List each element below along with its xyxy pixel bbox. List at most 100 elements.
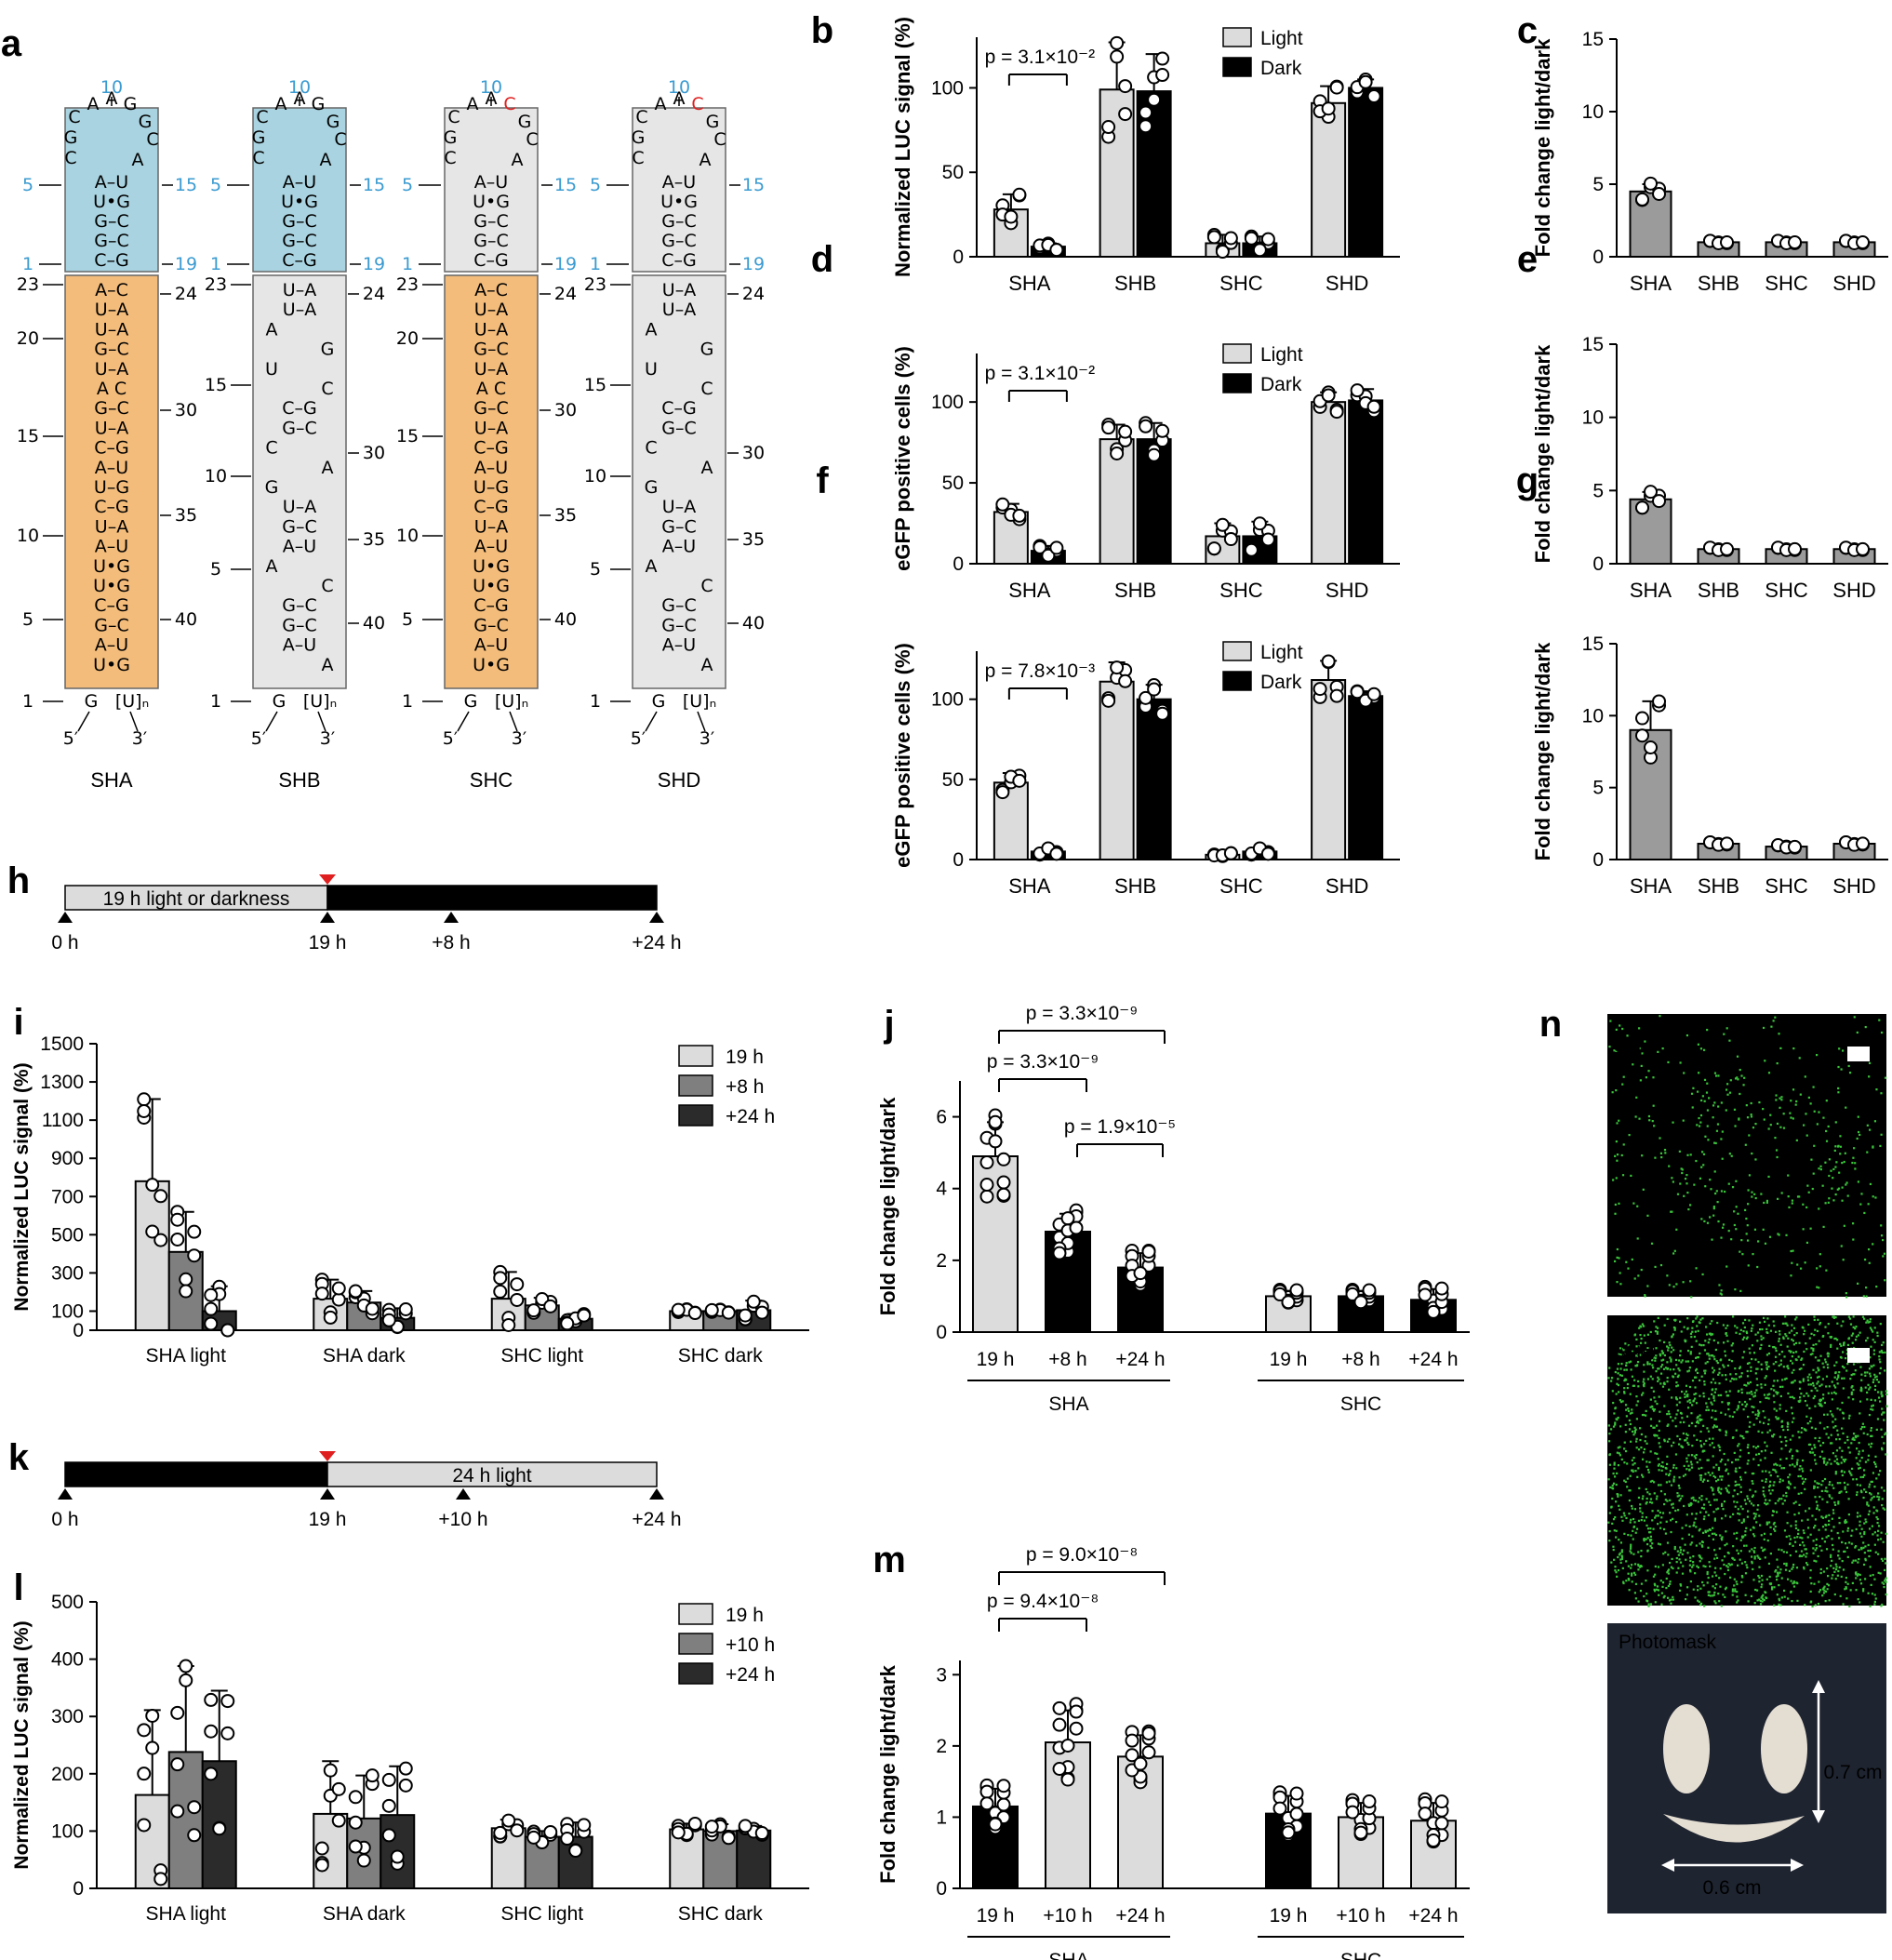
x-tick-label: SHB [1114, 579, 1156, 602]
fluorescence-dot [1871, 1366, 1873, 1368]
fluorescence-dot [1875, 1515, 1878, 1519]
fluorescence-dot [1717, 1444, 1720, 1447]
fluorescence-dot [1847, 1315, 1850, 1318]
fluorescence-dot [1790, 1381, 1793, 1384]
fluorescence-dot [1860, 1388, 1863, 1391]
fluorescence-dot [1696, 1460, 1699, 1464]
fluorescence-dot [1845, 1181, 1848, 1184]
fluorescence-dot [1833, 1337, 1836, 1340]
fluorescence-dot [1837, 1374, 1840, 1377]
fluorescence-dot [1834, 1563, 1837, 1566]
fluorescence-dot [1775, 1416, 1778, 1419]
fluorescence-dot [1679, 1561, 1683, 1564]
fluorescence-dot [1662, 1596, 1665, 1599]
fluorescence-dot [1632, 1469, 1634, 1472]
y-tick-label: 0 [73, 1320, 84, 1341]
fluorescence-dot [1646, 1491, 1649, 1494]
nt-number: 35 [175, 505, 197, 526]
fluorescence-dot [1734, 1484, 1737, 1487]
fluorescence-dot [1708, 1338, 1711, 1340]
strand-end: 5′ [631, 728, 646, 749]
fluorescence-dot [1855, 1573, 1858, 1576]
fluorescence-dot [1672, 1595, 1674, 1599]
fluorescence-dot [1739, 1550, 1742, 1553]
fluorescence-dot [1630, 1552, 1632, 1554]
data-point [526, 1830, 541, 1845]
fluorescence-dot [1826, 1367, 1830, 1369]
fluorescence-dot [1881, 1351, 1885, 1354]
fluorescence-dot [1695, 1376, 1698, 1379]
fluorescence-dot [1795, 1567, 1799, 1569]
fluorescence-dot [1740, 1391, 1743, 1394]
y-tick-label: 100 [931, 392, 964, 413]
fluorescence-dot [1785, 1233, 1788, 1236]
data-point [704, 1302, 719, 1317]
nucleotide: G [139, 112, 153, 132]
fluorescence-dot [1791, 1371, 1793, 1374]
fluorescence-dot [1790, 1249, 1792, 1253]
fluorescence-dot [1753, 1602, 1756, 1605]
fluorescence-dot [1747, 1203, 1750, 1206]
fluorescence-dot [1756, 1554, 1759, 1557]
fluorescence-dot [1632, 1063, 1634, 1066]
fluorescence-dot [1619, 1494, 1622, 1497]
data-point [1049, 540, 1064, 555]
nt-number: 24 [363, 284, 385, 304]
fluorescence-dot [1848, 1317, 1852, 1320]
fluorescence-dot [1656, 1327, 1659, 1329]
x-tick-label: SHB [1114, 272, 1156, 295]
fluorescence-dot [1755, 1367, 1758, 1370]
fluorescence-dot [1877, 1396, 1881, 1399]
strand [317, 711, 326, 732]
data-point [988, 1817, 1003, 1832]
fluorescence-dot [1785, 1495, 1788, 1498]
fluorescence-dot [1792, 1563, 1795, 1567]
nt-number: 35 [742, 529, 765, 550]
fluorescence-dot [1617, 1416, 1619, 1420]
fluorescence-dot [1675, 1397, 1678, 1400]
stem-box [444, 274, 539, 689]
fluorescence-dot [1657, 1367, 1659, 1370]
fluorescence-dot [1781, 1502, 1784, 1505]
fluorescence-dot [1854, 1327, 1857, 1330]
fluorescence-dot [1832, 1487, 1835, 1489]
fluorescence-dot [1805, 1342, 1807, 1345]
x-tick-label: +10 h [1043, 1905, 1092, 1927]
nucleotide: G [124, 94, 138, 114]
data-point [314, 1287, 329, 1301]
data-point [220, 1323, 235, 1338]
data-point [1244, 231, 1259, 246]
fluorescence-dot [1819, 1455, 1821, 1459]
fluorescence-dot [1679, 1396, 1682, 1399]
fluorescence-dot [1666, 1361, 1669, 1364]
fluorescence-dot [1870, 1328, 1873, 1331]
fluorescence-dot [1659, 1353, 1661, 1355]
base-pair: U–A [474, 300, 508, 320]
fluorescence-dot [1773, 1325, 1776, 1327]
fluorescence-dot [1632, 1517, 1635, 1521]
fluorescence-dot [1640, 1446, 1643, 1449]
fluorescence-dot [1668, 1561, 1672, 1565]
fluorescence-dot [1778, 1364, 1780, 1367]
fluorescence-dot [1688, 1525, 1691, 1528]
fluorescence-dot [1674, 1453, 1678, 1456]
fluorescence-dot [1682, 1432, 1685, 1435]
fluorescence-dot [1749, 1398, 1752, 1401]
data-point [1366, 89, 1381, 104]
fluorescence-dot [1772, 1510, 1775, 1513]
fluorescence-dot [1846, 1343, 1850, 1346]
fluorescence-dot [1705, 1326, 1708, 1328]
fluorescence-dot [1649, 1450, 1652, 1453]
fluorescence-dot [1756, 1367, 1759, 1370]
fluorescence-dot [1867, 1504, 1870, 1507]
fluorescence-dot [1619, 1399, 1621, 1402]
fluorescence-dot [1812, 1552, 1815, 1554]
data-point [1139, 119, 1153, 134]
nt-number: 23 [396, 274, 419, 295]
fluorescence-dot [1659, 1521, 1662, 1524]
fluorescence-dot [1751, 1406, 1753, 1408]
fluorescence-dot [1873, 1603, 1876, 1606]
fluorescence-dot [1659, 1410, 1661, 1413]
